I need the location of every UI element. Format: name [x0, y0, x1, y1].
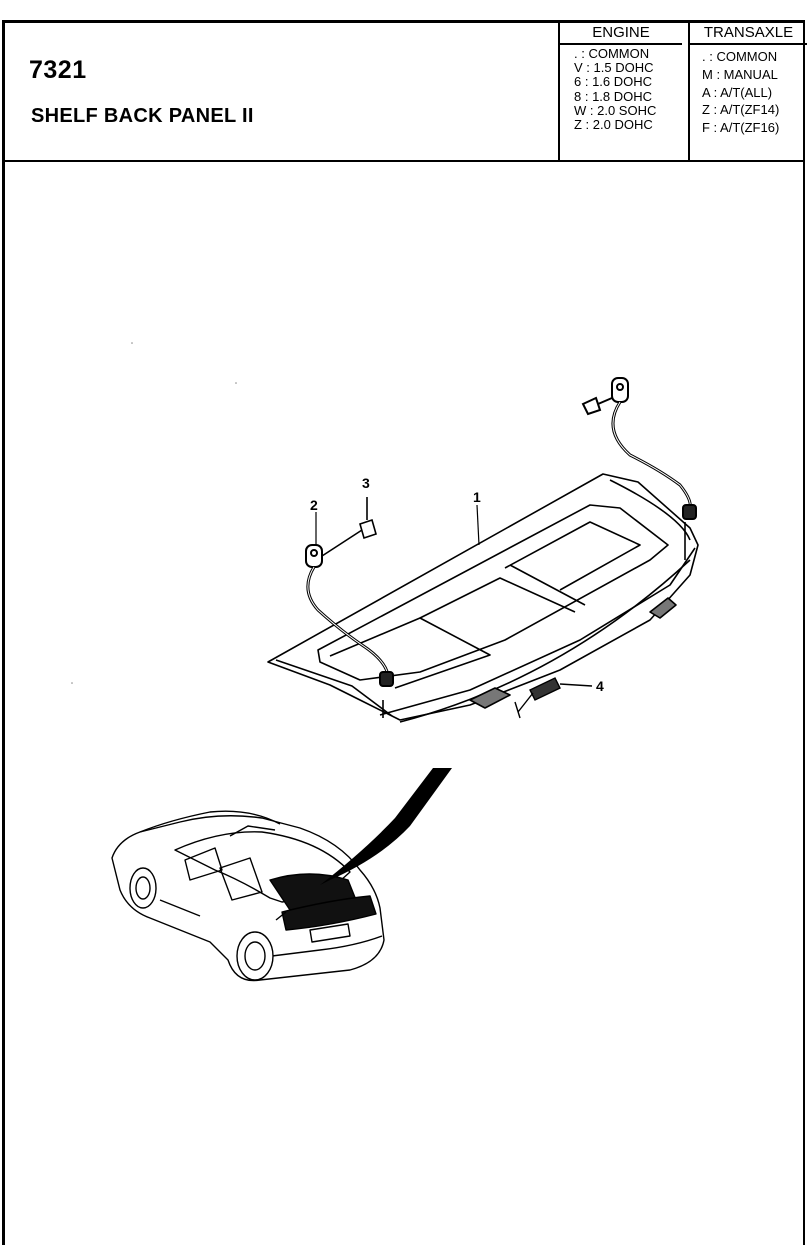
transaxle-heading: TRANSAXLE: [690, 23, 807, 45]
part-code: 7321: [29, 56, 87, 84]
car-illustration: [111, 810, 385, 982]
engine-code-item: Z : 2.0 DOHC: [574, 117, 653, 133]
scan-dots: [71, 342, 237, 684]
engine-code-item: W : 2.0 SOHC: [574, 102, 657, 118]
pointer-wedge: [320, 768, 452, 885]
transaxle-code-list: . : COMMON M : MANUAL A : A/T(ALL) Z : A…: [690, 45, 807, 137]
transaxle-code-item: . : COMMON: [702, 49, 778, 64]
transaxle-code-item: F : A/T(ZF16): [702, 120, 780, 136]
engine-code-item: 6 : 1.6 DOHC: [574, 74, 653, 90]
clip-illustration: [321, 497, 377, 557]
transaxle-code-item: M : MANUAL: [702, 66, 778, 82]
fastener-illustration: [514, 677, 593, 719]
strap-left-illustration: [305, 544, 394, 687]
page-frame: [2, 20, 805, 1245]
engine-code-item: . : COMMON: [574, 46, 650, 61]
engine-heading: ENGINE: [560, 23, 682, 45]
shelf-panel-illustration: [267, 473, 699, 723]
engine-table: ENGINE . : COMMON V : 1.5 DOHC 6 : 1.6 D…: [558, 23, 688, 160]
transaxle-code-item: A : A/T(ALL): [702, 84, 773, 100]
engine-code-list: . : COMMON V : 1.5 DOHC 6 : 1.6 DOHC 8 :…: [560, 45, 688, 132]
header-block: 7321 SHELF BACK PANEL II ENGINE . : COMM…: [5, 23, 807, 162]
callout-leaders: [315, 504, 480, 546]
strap-right-illustration: [581, 377, 697, 520]
engine-code-item: 8 : 1.8 DOHC: [574, 88, 653, 104]
part-title: SHELF BACK PANEL II: [31, 105, 254, 127]
transaxle-table: TRANSAXLE . : COMMON M : MANUAL A : A/T(…: [688, 23, 807, 160]
callout-4: 4: [596, 678, 604, 694]
callout-1: 1: [473, 489, 481, 505]
transaxle-code-item: Z : A/T(ZF14): [702, 102, 780, 118]
callout-3: 3: [362, 475, 370, 491]
engine-code-item: V : 1.5 DOHC: [574, 60, 654, 76]
callout-2: 2: [310, 497, 318, 513]
